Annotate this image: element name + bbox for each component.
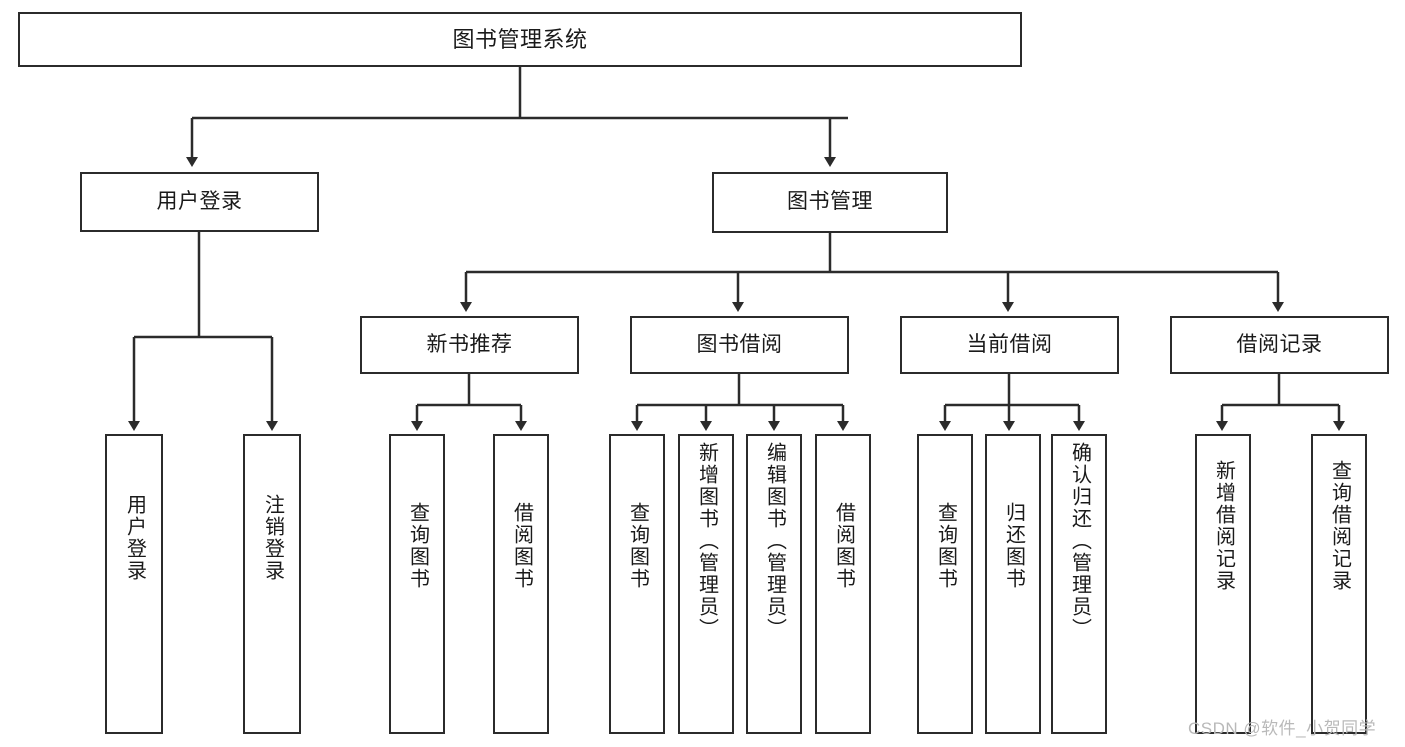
leaf-return-book[interactable]: 归还图书	[985, 434, 1041, 734]
leaf-edit-book[interactable]: 编辑图书（管理员）	[746, 434, 802, 734]
node-label: 新书推荐	[426, 332, 513, 356]
leaf-add-book[interactable]: 新增图书（管理员）	[678, 434, 734, 734]
edge-group-root	[186, 67, 848, 167]
node-label: 用户登录	[156, 189, 243, 213]
leaf-borrow-book-recommend[interactable]: 借阅图书	[493, 434, 549, 734]
node-label: 图书管理系统	[452, 26, 588, 52]
edge-group-book-borrow	[631, 374, 849, 431]
edge-group-book-manage	[460, 233, 1284, 312]
node-current-borrow[interactable]: 当前借阅	[900, 316, 1119, 374]
leaf-query-book-current[interactable]: 查询图书	[917, 434, 973, 734]
node-label: 借阅图书	[510, 502, 533, 590]
edge-group-borrow-record	[1216, 374, 1345, 431]
leaf-borrow-book[interactable]: 借阅图书	[815, 434, 871, 734]
leaf-query-book-borrow[interactable]: 查询图书	[609, 434, 665, 734]
node-label: 图书管理	[787, 190, 873, 214]
leaf-confirm-return[interactable]: 确认归还（管理员）	[1051, 434, 1107, 734]
node-new-book-recommend[interactable]: 新书推荐	[360, 316, 579, 374]
leaf-add-record[interactable]: 新增借阅记录	[1195, 434, 1251, 734]
node-book-management[interactable]: 图书管理	[712, 172, 948, 233]
node-label: 查询图书	[626, 502, 649, 590]
node-root-book-management-system[interactable]: 图书管理系统	[18, 12, 1022, 67]
node-label: 新增借阅记录	[1212, 460, 1235, 592]
node-label: 当前借阅	[966, 332, 1053, 356]
leaf-query-record[interactable]: 查询借阅记录	[1311, 434, 1367, 734]
node-label: 借阅记录	[1236, 332, 1323, 356]
edge-group-user-login	[128, 232, 278, 431]
leaf-logout[interactable]: 注销登录	[243, 434, 301, 734]
node-label: 新增图书（管理员）	[695, 442, 718, 640]
leaf-user-login[interactable]: 用户登录	[105, 434, 163, 734]
edge-group-current-borrow	[939, 374, 1085, 431]
node-book-borrow[interactable]: 图书借阅	[630, 316, 849, 374]
node-label: 编辑图书（管理员）	[763, 442, 786, 640]
node-label: 用户登录	[123, 494, 146, 582]
node-label: 确认归还（管理员）	[1068, 442, 1091, 640]
node-label: 归还图书	[1002, 502, 1025, 590]
node-label: 查询图书	[934, 502, 957, 590]
node-label: 查询借阅记录	[1328, 460, 1351, 592]
node-user-login[interactable]: 用户登录	[80, 172, 319, 232]
edge-group-new-book-recommend	[411, 374, 527, 431]
leaf-query-book-recommend[interactable]: 查询图书	[389, 434, 445, 734]
csdn-watermark: CSDN @软件_小贺同学	[1188, 719, 1377, 738]
node-borrow-record[interactable]: 借阅记录	[1170, 316, 1389, 374]
node-label: 查询图书	[406, 502, 429, 590]
node-label: 注销登录	[261, 494, 284, 582]
node-label: 借阅图书	[832, 502, 855, 590]
node-label: 图书借阅	[696, 332, 783, 356]
